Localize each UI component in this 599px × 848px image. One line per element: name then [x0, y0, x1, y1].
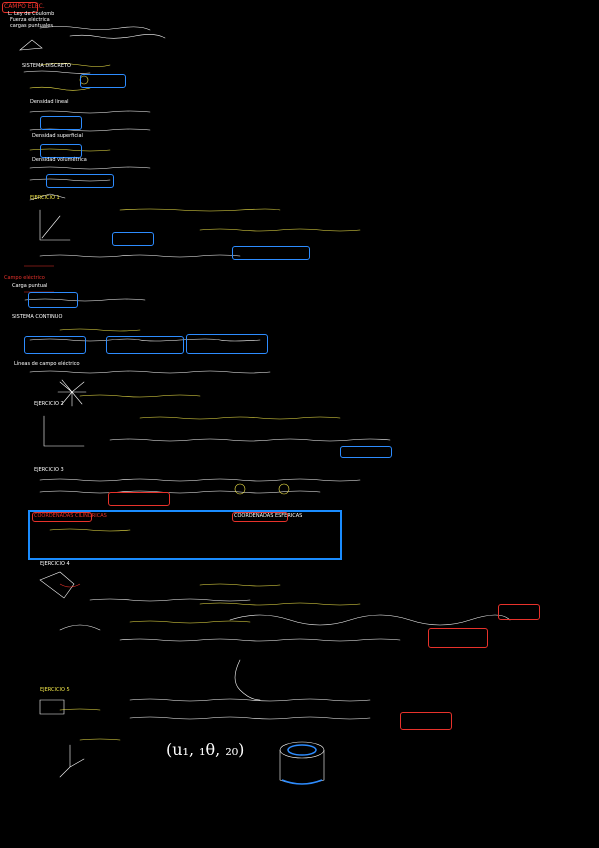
formula-box: [80, 74, 126, 88]
subtitle-fuerza: Fuerza eléctrica: [10, 17, 50, 23]
label-box: [232, 512, 288, 522]
heading-densidad-volumetrica: Densidad volumétrica: [32, 157, 87, 163]
heading-ejercicio-3: EJERCICIO 3: [34, 467, 64, 473]
formula-box: [28, 292, 78, 308]
formula-box: [40, 116, 82, 130]
heading-esfericas: COORDENADAS ESFÉRICAS: [234, 513, 303, 519]
heading-ejercicio-4: EJERCICIO 4: [40, 561, 70, 567]
formula-box: [24, 336, 86, 354]
heading-carga-puntual: Carga puntual: [12, 283, 48, 289]
heading-lineas: Líneas de campo eléctrico: [14, 361, 80, 367]
title-box: [2, 2, 38, 13]
formula-box: [232, 246, 310, 260]
heading-cilindricas: COORDENADAS CILÍNDRICAS: [34, 513, 107, 519]
formula-box: [106, 336, 184, 354]
subtitle-coulomb: L. Ley de Coulomb: [8, 11, 55, 17]
coordinates-panel: [28, 510, 342, 560]
heading-campo-electrico: Campo eléctrico: [4, 275, 45, 281]
label-box: [32, 512, 92, 522]
heading-ejercicio-1: EJERCICIO 1: [30, 195, 60, 201]
result-box: [498, 604, 540, 620]
heading-densidad-lineal: Densidad lineal: [30, 99, 69, 105]
heading-ejercicio-2: EJERCICIO 2: [34, 401, 64, 407]
result-box: [108, 492, 170, 506]
heading-discreto: SISTEMA DISCRETO: [22, 63, 71, 69]
formula-box: [46, 174, 114, 188]
formula-box: [112, 232, 154, 246]
subtitle-cargas: cargas puntuales: [10, 23, 53, 29]
formula-box: [340, 446, 392, 458]
result-box: [400, 712, 452, 730]
heading-densidad-superficial: Densidad superficial: [32, 133, 83, 139]
page-title: CAMPO ELÉC.: [4, 3, 45, 10]
result-box: [428, 628, 488, 648]
formula-box: [186, 334, 268, 354]
coordinates-label: (u₁, ₁θ, ₂₀): [166, 740, 245, 759]
heading-ejercicio-5: EJERCICIO 5: [40, 687, 70, 693]
heading-continuo: SISTEMA CONTINUO: [12, 314, 63, 320]
formula-box: [40, 144, 82, 158]
